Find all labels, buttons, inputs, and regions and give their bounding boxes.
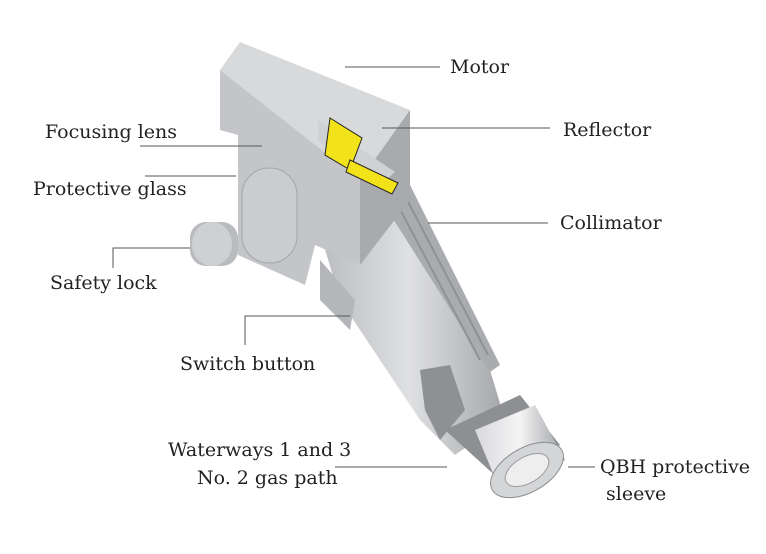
safety-lock-knob [190,167,298,266]
label-gas-path: No. 2 gas path [197,467,338,489]
label-motor: Motor [450,56,510,78]
label-reflector: Reflector [563,119,652,141]
label-collimator: Collimator [560,212,662,234]
leader-lines [112,66,595,468]
label-safety-lock: Safety lock [50,272,157,294]
label-focusing-lens: Focusing lens [45,121,178,143]
qbh-sleeve [445,395,565,499]
label-qbh: QBH protective [600,456,751,478]
label-switch-button: Switch button [180,353,316,375]
label-waterways: Waterways 1 and 3 [168,439,352,461]
label-qbh-sleeve: sleeve [606,483,667,505]
laser-warning-label [345,159,399,195]
label-protective-glass: Protective glass [33,178,187,200]
